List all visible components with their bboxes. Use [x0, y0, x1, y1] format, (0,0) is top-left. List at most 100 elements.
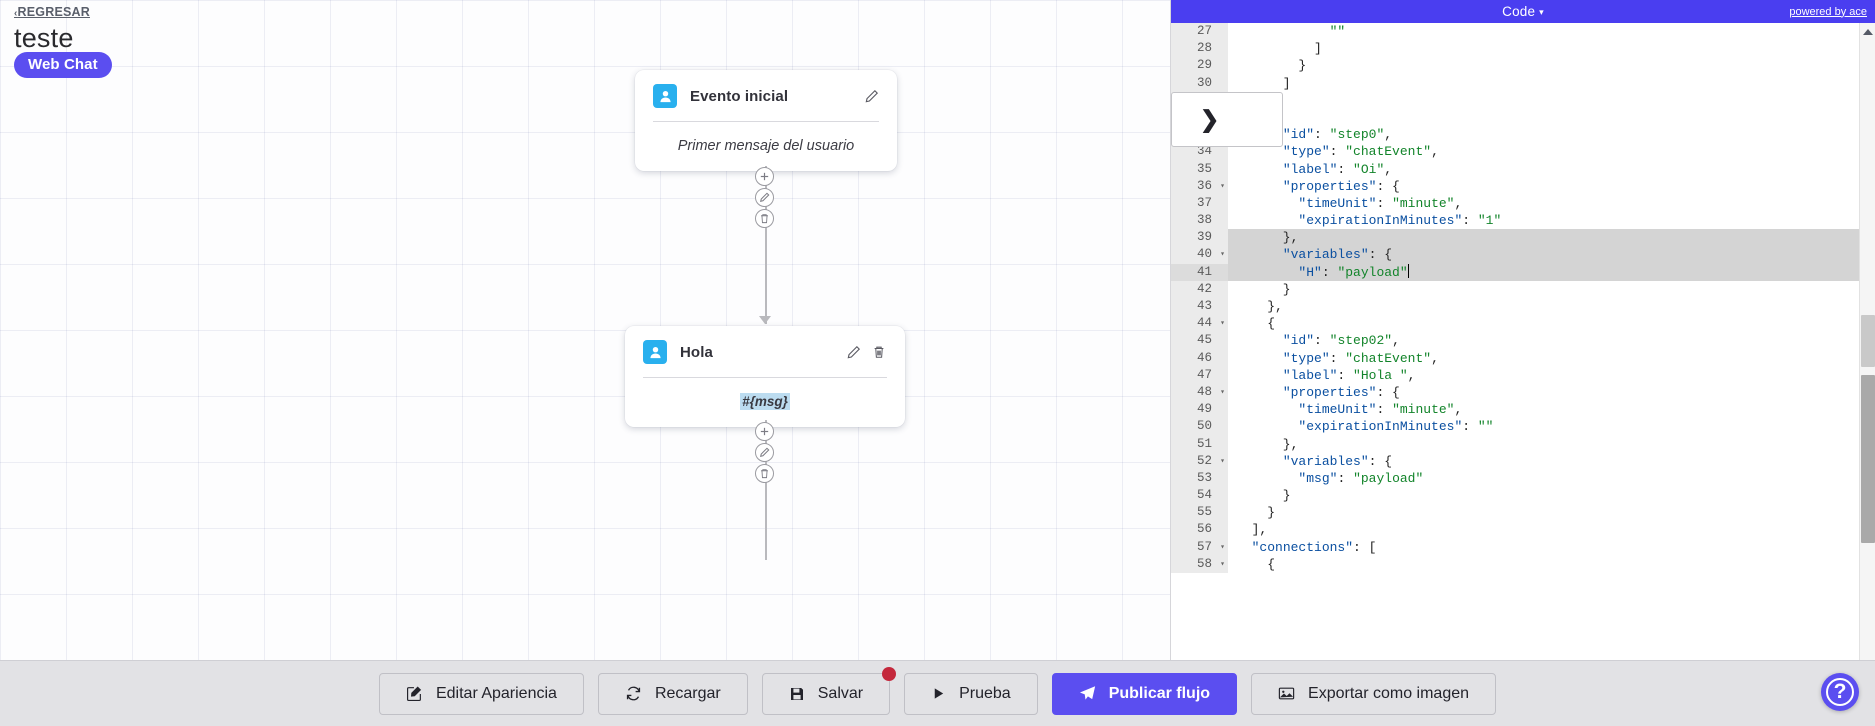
line-number: 30: [1171, 74, 1228, 92]
code-line[interactable]: 41 "H": "payload": [1171, 263, 1875, 281]
code-line-text: ]: [1236, 41, 1322, 57]
trash-icon[interactable]: [869, 342, 889, 362]
trash-icon[interactable]: [755, 209, 774, 228]
edit-icon[interactable]: [861, 86, 881, 106]
code-line[interactable]: 30 ]: [1171, 74, 1875, 92]
code-line[interactable]: 52▾ "variables": {: [1171, 452, 1875, 470]
fold-toggle-icon[interactable]: ▾: [1220, 250, 1225, 260]
plus-icon[interactable]: [755, 167, 774, 186]
fold-toggle-icon[interactable]: ▾: [1220, 542, 1225, 552]
flow-node-hola[interactable]: Hola #{msg}: [625, 326, 905, 427]
code-line[interactable]: 47 "label": "Hola ",: [1171, 366, 1875, 384]
line-number: 49: [1171, 401, 1228, 419]
code-line[interactable]: 48▾ "properties": {: [1171, 383, 1875, 402]
code-lines[interactable]: 27 ""28 ]29 }30 ]31 },32▾ {33 "id": "ste…: [1171, 23, 1875, 573]
code-line[interactable]: 43 },: [1171, 298, 1875, 316]
scroll-up-arrow-icon[interactable]: [1863, 29, 1873, 35]
fold-toggle-icon[interactable]: ▾: [1220, 319, 1225, 329]
toolbar-button-label: Recargar: [654, 684, 721, 702]
code-line-text: "type": "chatEvent",: [1282, 144, 1439, 160]
powered-by-ace-link[interactable]: powered by ace: [1789, 5, 1867, 18]
scrollbar-thumb[interactable]: [1861, 375, 1875, 543]
code-fold-preview-widget[interactable]: ❯: [1171, 92, 1283, 147]
fold-toggle-icon[interactable]: ▾: [1220, 387, 1225, 397]
line-number: 44▾: [1171, 315, 1228, 333]
editor-scrollbar[interactable]: [1859, 23, 1875, 660]
fold-toggle-icon[interactable]: ▾: [1220, 456, 1225, 466]
fold-toggle-icon[interactable]: ▾: [1220, 181, 1225, 191]
code-line[interactable]: 38 "expirationInMinutes": "1": [1171, 212, 1875, 230]
code-line[interactable]: 57▾ "connections": [: [1171, 538, 1875, 556]
chevron-left-icon: ‹: [14, 8, 18, 19]
channel-badge[interactable]: Web Chat: [14, 52, 112, 78]
code-line[interactable]: 28 ]: [1171, 40, 1875, 58]
code-line-text: },: [1228, 229, 1875, 247]
toolbar-button-editar-apariencia[interactable]: Editar Apariencia: [378, 672, 584, 715]
line-number: 41: [1171, 263, 1228, 281]
line-number: 53: [1171, 469, 1228, 488]
help-button[interactable]: ?: [1821, 673, 1859, 711]
line-number: 52▾: [1171, 452, 1228, 470]
fold-toggle-icon[interactable]: ▾: [1220, 559, 1225, 569]
code-line-text: "expirationInMinutes": "1": [1298, 213, 1502, 229]
toolbar-button-recargar[interactable]: Recargar: [597, 672, 748, 715]
code-line[interactable]: 56 ],: [1171, 521, 1875, 539]
ace-editor[interactable]: 27 ""28 ]29 }30 ]31 },32▾ {33 "id": "ste…: [1171, 23, 1875, 660]
pencil-icon[interactable]: [755, 188, 774, 207]
flow-node-evento-inicial[interactable]: Evento inicial Primer mensaje del usuari…: [635, 70, 897, 171]
code-line[interactable]: 36▾ "properties": {: [1171, 177, 1875, 195]
code-line[interactable]: 44▾ {: [1171, 315, 1875, 333]
code-panel-title[interactable]: Code ▾: [1171, 4, 1875, 19]
code-line[interactable]: 51 },: [1171, 435, 1875, 453]
node-body: Primer mensaje del usuario: [635, 122, 897, 171]
pencil-icon[interactable]: [755, 443, 774, 462]
chevron-right-icon: ❯: [1200, 106, 1220, 132]
code-line[interactable]: 27 "": [1171, 23, 1875, 41]
code-line[interactable]: 34 "type": "chatEvent",: [1171, 143, 1875, 161]
edge-actions-1[interactable]: [755, 167, 774, 228]
question-mark-icon: ?: [1826, 678, 1854, 706]
line-number: 43: [1171, 298, 1228, 316]
toolbar-button-prueba[interactable]: Prueba: [904, 672, 1038, 715]
code-line-text: {: [1236, 556, 1276, 572]
code-line-text: "": [1329, 24, 1346, 39]
code-line[interactable]: 35 "label": "Oi",: [1171, 160, 1875, 178]
trash-icon[interactable]: [755, 464, 774, 483]
code-line[interactable]: 53 "msg": "payload": [1171, 469, 1875, 488]
code-line[interactable]: 55 }: [1171, 504, 1875, 522]
code-line[interactable]: 37 "timeUnit": "minute",: [1171, 194, 1875, 213]
toolbar-button-salvar[interactable]: Salvar: [761, 666, 897, 715]
code-line[interactable]: 58▾ {: [1171, 555, 1875, 573]
line-number: 47: [1171, 366, 1228, 384]
line-number: 28: [1171, 40, 1228, 58]
unsaved-changes-badge: [882, 666, 897, 681]
flow-canvas[interactable]: ‹REGRESAR teste Web Chat Evento inicial …: [0, 0, 1170, 660]
toolbar-button-publicar-flujo[interactable]: Publicar flujo: [1051, 672, 1238, 715]
paper-plane-icon: [1079, 685, 1096, 702]
back-link[interactable]: ‹REGRESAR: [14, 5, 90, 19]
code-line[interactable]: 39 },: [1171, 229, 1875, 247]
node-divider: [653, 121, 879, 122]
code-line-text: },: [1236, 436, 1299, 452]
edge-actions-2[interactable]: [755, 422, 774, 483]
scrollbar-thumb-upper[interactable]: [1861, 315, 1875, 367]
edit-icon[interactable]: [843, 342, 863, 362]
edge-arrow-1: [759, 316, 771, 324]
toolbar-button-exportar-como-imagen[interactable]: Exportar como imagen: [1251, 672, 1497, 715]
node-header: Hola: [625, 326, 905, 377]
line-number: 58▾: [1171, 555, 1228, 573]
plus-icon[interactable]: [755, 422, 774, 441]
code-line[interactable]: 45 "id": "step02",: [1171, 332, 1875, 350]
code-line[interactable]: 29 }: [1171, 57, 1875, 75]
code-line[interactable]: 46 "type": "chatEvent",: [1171, 349, 1875, 367]
code-line-text: "timeUnit": "minute",: [1298, 402, 1463, 418]
line-number: 27: [1171, 23, 1228, 41]
code-line[interactable]: 50 "expirationInMinutes": "": [1171, 418, 1875, 436]
code-editor-panel[interactable]: Code ▾ powered by ace 27 ""28 ]29 }30 ]3…: [1170, 0, 1875, 660]
code-line[interactable]: 49 "timeUnit": "minute",: [1171, 401, 1875, 419]
code-line[interactable]: 54 }: [1171, 487, 1875, 505]
code-line[interactable]: 40▾ "variables": {: [1171, 246, 1875, 264]
page-title: teste: [14, 23, 74, 53]
code-line[interactable]: 42 }: [1171, 280, 1875, 298]
